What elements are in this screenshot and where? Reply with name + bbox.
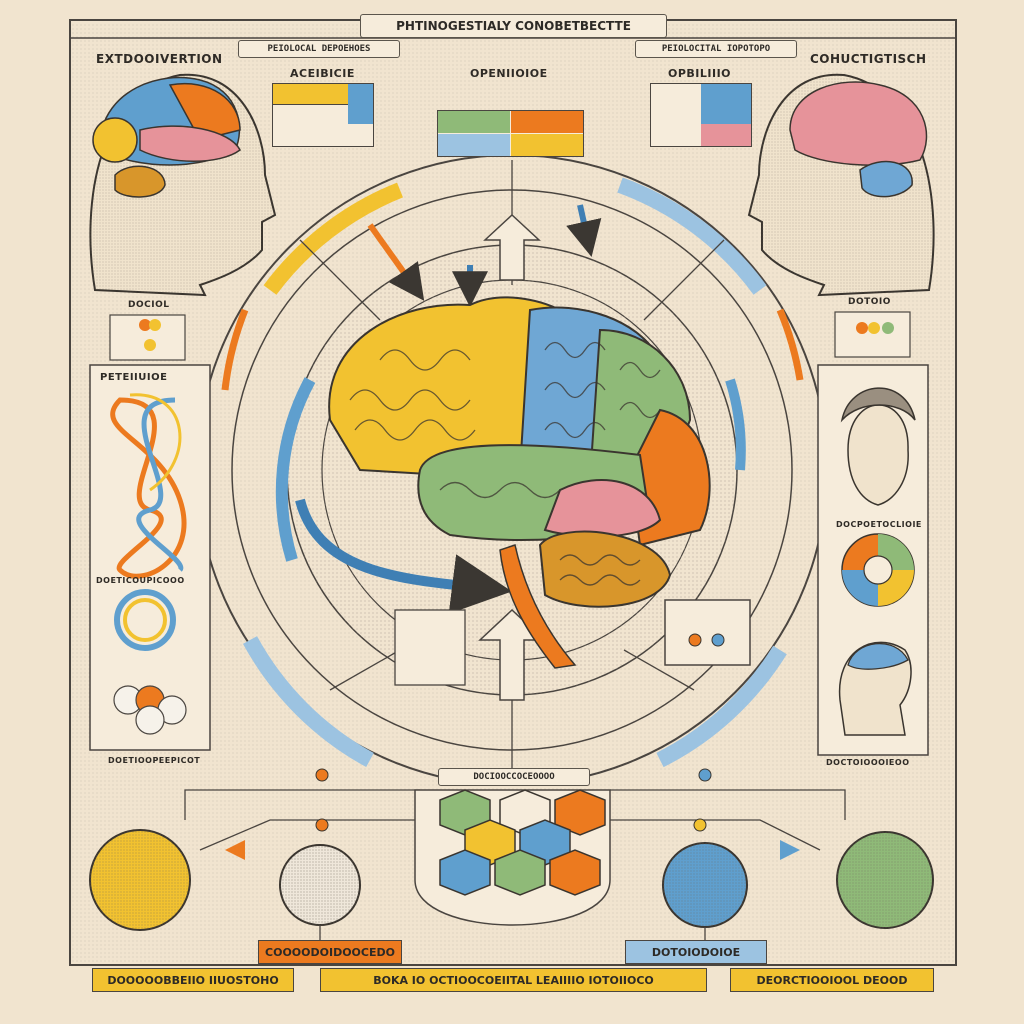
orange-arc <box>221 308 249 391</box>
bottom-left-tag: COOOODOIDOOCEDO <box>258 940 402 964</box>
blue-swoosh <box>295 498 512 614</box>
left-panel-title: PETEIIUIOE <box>100 372 168 383</box>
left-panel-graphics <box>89 314 211 751</box>
swatch-table-mid <box>437 110 584 157</box>
head-left <box>89 73 277 297</box>
footer-right: DEORCTIOOIOOL DEOOD <box>730 968 934 992</box>
head-right <box>747 73 935 297</box>
column-label-right: OPBILIIIO <box>668 67 732 80</box>
left-panel-caption-mid: DOETICOUPICOOO <box>96 576 185 585</box>
yellow-arc <box>263 182 403 295</box>
figure-box <box>394 609 466 686</box>
blue-arc-bottom <box>242 636 374 768</box>
left-small-box-label: DOCIOL <box>128 300 170 310</box>
swatch-table-left <box>272 83 374 147</box>
swatch-table-right <box>650 83 752 147</box>
right-panel-caption-bottom: DOCTOIOOOIEOO <box>826 758 910 767</box>
top-box-left: PEIOLOCAL DEPOEHOES <box>238 40 400 58</box>
bottom-textured-circles <box>89 829 934 931</box>
hex-panel-title-box: DOCIOOCCOCEOOOO <box>438 768 590 786</box>
blue-arrow-top <box>566 204 602 258</box>
right-panel-graphics <box>817 311 929 756</box>
header-title-box: PHTINOGESTIALY CONOBETBECTTE <box>360 14 667 38</box>
blue-arc-right <box>617 177 767 295</box>
header-title: PHTINOGESTIALY CONOBETBECTTE <box>396 19 631 33</box>
blue-arc-right-inner <box>725 378 746 471</box>
column-label-middle: OPENIIOIOE <box>470 67 548 80</box>
blue-arc-left <box>275 377 316 562</box>
footer-left: DOOOOOBBEIIO IIUOSTOHO <box>92 968 294 992</box>
column-label-left: ACEIBICIE <box>290 67 355 80</box>
hex-panel-title: DOCIOOCCOCEOOOO <box>473 772 555 782</box>
orange-arrow <box>367 223 425 301</box>
blue-arc-bottom-right <box>656 645 787 768</box>
left-panel-caption-bottom: DOETIOOPEEPICOT <box>108 756 201 765</box>
bottom-right-tag: DOTOIODOIOE <box>625 940 767 964</box>
device-box <box>664 599 751 666</box>
right-panel-caption-mid: DOCPOETOCLIOIE <box>836 520 922 529</box>
central-brain <box>328 296 711 669</box>
top-right-title: COHUCTIGTISCH <box>810 52 927 66</box>
footer-middle: BOKA IO OCTIOOCOEIITAL LEAIIIIO IOTOIIOC… <box>320 968 707 992</box>
hexagon-panel <box>414 789 611 926</box>
right-small-box-label: DOTOIO <box>848 297 891 307</box>
top-left-title: EXTDOOIVERTION <box>96 52 223 66</box>
top-box-right: PEIOLOCITAL IOPOTOPO <box>635 40 797 58</box>
orange-arc-right <box>776 308 804 381</box>
